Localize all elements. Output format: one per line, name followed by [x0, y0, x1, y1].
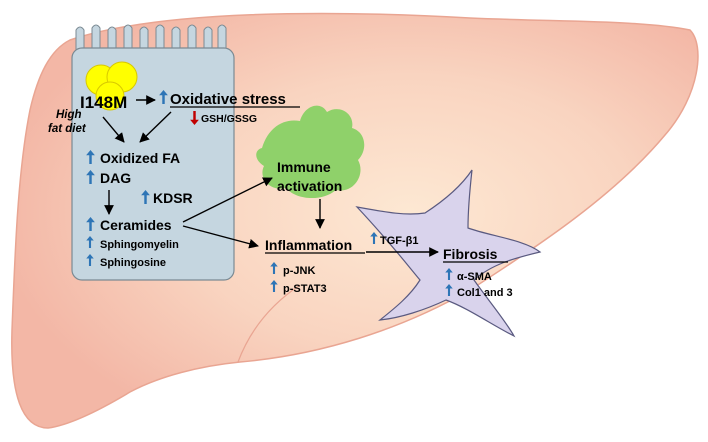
genotype-label: I148M — [80, 93, 127, 112]
p-stat3-label: p-STAT3 — [283, 283, 327, 295]
oxidized-fa-label: Oxidized FA — [100, 150, 180, 166]
oxidative-stress-label: Oxidative stress — [170, 91, 286, 108]
stellate-cell — [355, 169, 542, 338]
sphingosine-label: Sphingosine — [100, 257, 166, 269]
tgf-b1-label: TGF-β1 — [380, 235, 419, 247]
arrow-ceramides-to-immune — [182, 177, 273, 223]
condition-label-line1: High — [56, 109, 82, 121]
a-sma-label: α-SMA — [457, 271, 492, 283]
inflammation-label: Inflammation — [265, 237, 352, 253]
p-jnk-label: p-JNK — [283, 265, 315, 277]
col-label: Col1 and 3 — [457, 287, 513, 299]
gsh-gssg-label: GSH/GSSG — [201, 113, 257, 125]
arrow-ceramides-to-inflammation — [182, 225, 259, 249]
ceramides-label: Ceramides — [100, 217, 172, 233]
lipid-droplets — [85, 61, 138, 111]
dag-label: DAG — [100, 170, 131, 186]
sphingomyelin-label: Sphingomyelin — [100, 239, 179, 251]
immune-cell — [256, 105, 365, 199]
arrow-oxidative-to-oxfa — [139, 111, 172, 143]
immune-activation-line2: activation — [277, 178, 342, 194]
immune-activation-line1: Immune — [277, 159, 331, 175]
fibrosis-label: Fibrosis — [443, 246, 498, 262]
pathway-arrows — [102, 95, 439, 257]
kdsr-label: KDSR — [153, 190, 193, 206]
condition-label-line2: fat diet — [48, 123, 87, 135]
liver-lobe-line — [237, 284, 301, 363]
arrow-i148m-to-oxfa — [102, 116, 125, 143]
